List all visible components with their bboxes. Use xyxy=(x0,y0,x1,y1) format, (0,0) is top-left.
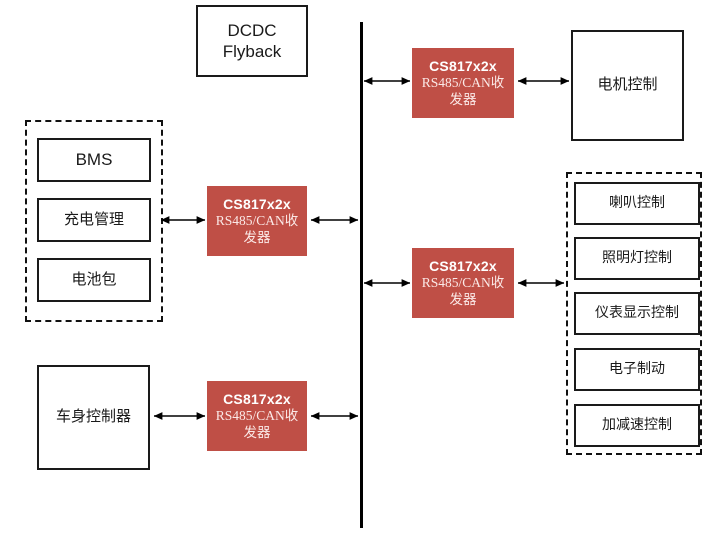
transceiver-block-bottom-left: CS817x2x RS485/CAN收 发器 xyxy=(207,381,307,451)
horn-control-block: 喇叭控制 xyxy=(574,182,700,225)
dcdc-flyback-block: DCDC Flyback xyxy=(196,5,308,77)
body-controller-block: 车身控制器 xyxy=(37,365,150,470)
charge-management-block: 充电管理 xyxy=(37,198,151,242)
transceiver-part-number: CS817x2x xyxy=(429,257,497,274)
electronic-brake-block: 电子制动 xyxy=(574,348,700,391)
instrument-display-control-block: 仪表显示控制 xyxy=(574,292,700,335)
transceiver-description: RS485/CAN收 发器 xyxy=(421,275,505,307)
transceiver-block-mid-right: CS817x2x RS485/CAN收 发器 xyxy=(412,248,514,318)
transceiver-part-number: CS817x2x xyxy=(223,195,291,212)
body-controller-label: 车身控制器 xyxy=(55,409,131,426)
bms-block: BMS xyxy=(37,138,151,182)
transceiver-description: RS485/CAN收 发器 xyxy=(215,213,299,245)
transceiver-part-number: CS817x2x xyxy=(223,390,291,407)
transceiver-block-top-right: CS817x2x RS485/CAN收 发器 xyxy=(412,48,514,118)
dcdc-flyback-label: DCDC Flyback xyxy=(222,20,282,61)
motor-control-block: 电机控制 xyxy=(571,30,684,141)
battery-pack-block: 电池包 xyxy=(37,258,151,302)
transceiver-part-number: CS817x2x xyxy=(429,57,497,74)
instrument-display-control-label: 仪表显示控制 xyxy=(595,305,679,321)
horn-control-label: 喇叭控制 xyxy=(609,195,665,211)
battery-pack-label: 电池包 xyxy=(71,271,117,288)
motor-control-label: 电机控制 xyxy=(597,77,658,94)
electronic-brake-label: 电子制动 xyxy=(609,361,665,377)
bms-label: BMS xyxy=(75,150,113,170)
acceleration-control-label: 加减速控制 xyxy=(602,417,672,433)
charge-management-label: 充电管理 xyxy=(63,211,124,228)
acceleration-control-block: 加减速控制 xyxy=(574,404,700,447)
transceiver-description: RS485/CAN收 发器 xyxy=(215,408,299,440)
lighting-control-label: 照明灯控制 xyxy=(602,250,672,266)
lighting-control-block: 照明灯控制 xyxy=(574,237,700,280)
transceiver-block-left-battery: CS817x2x RS485/CAN收 发器 xyxy=(207,186,307,256)
communication-bus-line xyxy=(360,22,363,528)
transceiver-description: RS485/CAN收 发器 xyxy=(421,75,505,107)
vehicle-accessory-control-group xyxy=(566,172,702,455)
